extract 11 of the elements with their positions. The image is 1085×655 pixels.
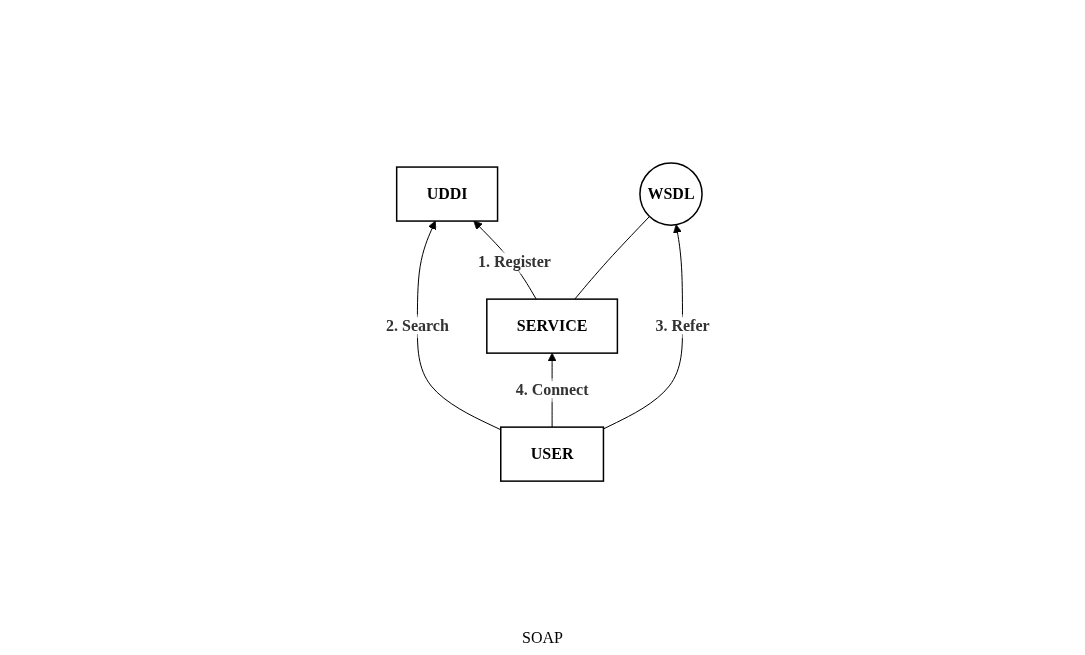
edge-label: 1. Register <box>478 253 552 271</box>
node-circle: WSDL <box>639 162 703 227</box>
edge-label: 3. Refer <box>655 317 710 335</box>
node-box: USER <box>500 426 605 483</box>
node-box: UDDI <box>396 166 499 223</box>
edge-label: 4. Connect <box>515 381 589 399</box>
arrow <box>603 224 684 430</box>
note-label: SOAP <box>522 629 563 646</box>
connector <box>574 216 651 301</box>
node-box: SERVICE <box>486 298 619 355</box>
edge-label: 2. Search <box>386 317 450 335</box>
